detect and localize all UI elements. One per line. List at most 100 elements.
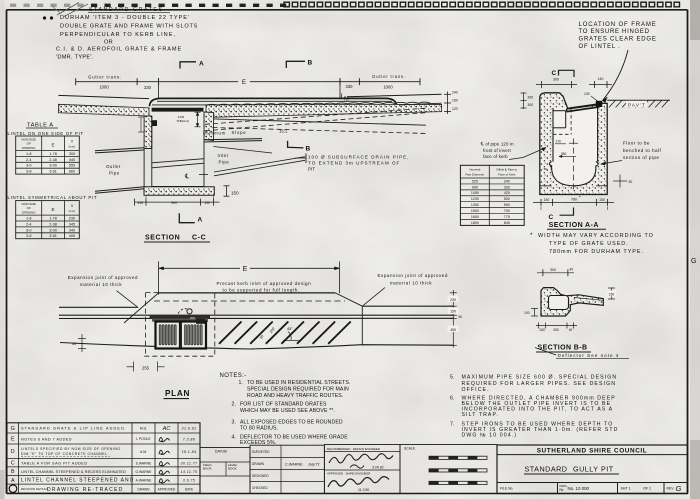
svg-text:A: A	[199, 61, 204, 68]
svg-text:TABLE A FOR SAG PIT ADDED: TABLE A FOR SAG PIT ADDED	[21, 461, 88, 465]
svg-text:section of pipe: section of pipe	[623, 155, 659, 160]
svg-text:SCALE: SCALE	[404, 447, 416, 451]
svg-text:SHT 1: SHT 1	[621, 486, 631, 490]
svg-text:1500: 1500	[471, 209, 479, 213]
svg-text:TO BE USED IN RESIDENTIAL STRE: TO BE USED IN RESIDENTIAL STREETS.	[247, 380, 350, 386]
svg-text:3-61: 3-61	[49, 170, 57, 174]
svg-text:NOTES 6 AND 7 ADDED: NOTES 6 AND 7 ADDED	[21, 437, 72, 441]
svg-text:LINTELS SPECIFIED BY NOM SIZE: LINTELS SPECIFIED BY NOM SIZE OF OPENING	[21, 447, 121, 451]
svg-text:LOCATION OF FRAME: LOCATION OF FRAME	[579, 22, 657, 28]
svg-text:3-00: 3-00	[49, 228, 57, 232]
svg-text:7.3.86: 7.3.86	[183, 437, 195, 441]
svg-text:REVISION DETAILS: REVISION DETAILS	[21, 487, 48, 491]
svg-text:1.: 1.	[239, 380, 243, 386]
svg-text:130: 130	[584, 92, 590, 96]
svg-text:G: G	[676, 484, 682, 493]
svg-text:1-8: 1-8	[26, 152, 32, 156]
svg-text:1800: 1800	[471, 221, 479, 225]
svg-text:50: 50	[459, 315, 463, 319]
svg-text:30: 30	[259, 334, 265, 340]
svg-text:OF: OF	[27, 142, 31, 146]
svg-text:3-8: 3-8	[26, 234, 32, 238]
svg-text:425: 425	[504, 191, 510, 195]
svg-text:330: 330	[346, 84, 354, 89]
svg-text:LEVEL: LEVEL	[228, 463, 238, 467]
svg-text:SECTION: SECTION	[145, 235, 180, 242]
svg-text:REV.: REV.	[667, 486, 675, 490]
svg-text:150: 150	[137, 201, 143, 205]
svg-text:340: 340	[69, 228, 75, 232]
svg-text:MAXIMUM PIPE SIZE 600 Ø. SPECI: MAXIMUM PIPE SIZE 600 Ø. SPECIAL DESIGN	[462, 374, 618, 380]
svg-text:WHICH MAY BE USED SEE ABO: WHICH MAY BE USED SEE ABOVE **.	[240, 408, 335, 414]
svg-text:material 10 thick: material 10 thick	[390, 281, 432, 286]
svg-text:45°: 45°	[287, 327, 293, 331]
svg-text:LINTEL ON ONE SIDE OF PIT: LINTEL ON ONE SIDE OF PIT	[8, 131, 84, 136]
svg-text:WHERE DIRECTED, A CHAMBER 900m: WHERE DIRECTED, A CHAMBER 900mm DEEP	[462, 396, 616, 402]
svg-text:SECTION B-B: SECTION B-B	[538, 345, 588, 352]
svg-text:Slope: Slope	[232, 130, 247, 135]
svg-text:30: 30	[544, 167, 548, 171]
svg-text:1050: 1050	[471, 191, 479, 195]
svg-text:230: 230	[69, 217, 75, 221]
svg-text:2-4: 2-4	[26, 222, 32, 226]
svg-text:C.WARNE: C.WARNE	[285, 463, 303, 467]
svg-text:ROAD AND HEAVY TRAFFIC ROUTES.: ROAD AND HEAVY TRAFFIC ROUTES.	[247, 393, 343, 399]
svg-text:4.: 4.	[232, 434, 236, 440]
svg-text:B: B	[306, 146, 311, 153]
svg-text:2-38: 2-38	[49, 158, 57, 162]
svg-text:TABLE A: TABLE A	[27, 123, 54, 129]
svg-text:PAV'T: PAV'T	[628, 102, 646, 107]
svg-text:250: 250	[269, 327, 276, 334]
svg-text:R.L.: R.L.	[344, 95, 349, 99]
svg-text:material 10 thick: material 10 thick	[80, 282, 122, 287]
svg-text:50: 50	[629, 180, 633, 184]
svg-text:LINTEL CHANNEL STEEPENED AN: LINTEL CHANNEL STEEPENED AND	[21, 478, 134, 484]
svg-text:LINTEL CHANNEL STEEPENED & REC: LINTEL CHANNEL STEEPENED & RECESS ELIMIN…	[21, 470, 126, 474]
svg-text:№: №	[560, 488, 564, 492]
svg-text:1350: 1350	[471, 203, 479, 207]
svg-text:555: 555	[69, 164, 75, 168]
svg-text:INCORPORATED INTO THE PIT, TO: INCORPORATED INTO THE PIT, TO ACT AS A	[462, 406, 614, 412]
svg-text:C.I. & D. AEROFOIL GRATE &: C.I. & D. AEROFOIL GRATE & FRAME	[56, 47, 182, 53]
svg-text:DATE: DATE	[185, 487, 193, 491]
svg-text:6.: 6.	[450, 396, 454, 402]
svg-text:Pipe Diameter: Pipe Diameter	[465, 173, 484, 177]
svg-text:PIT: PIT	[601, 465, 614, 474]
svg-text:BOOK: BOOK	[228, 467, 237, 471]
svg-text:(mm): (mm)	[69, 145, 76, 149]
svg-text:300: 300	[528, 103, 534, 107]
svg-text:150: 150	[204, 201, 210, 205]
svg-text:E: E	[242, 80, 246, 86]
svg-text:PLAN: PLAN	[165, 389, 190, 398]
svg-text:TO ENSURE HINGED: TO ENSURE HINGED	[579, 29, 650, 35]
svg-text:Offset ℄ Pipe to: Offset ℄ Pipe to	[496, 168, 517, 172]
svg-text:1-78: 1-78	[49, 152, 57, 156]
svg-text:3.VII.82: 3.VII.82	[372, 466, 384, 470]
svg-text:G: G	[11, 426, 15, 432]
svg-text:40: 40	[569, 328, 573, 332]
svg-text:405: 405	[69, 234, 75, 238]
svg-text:21.9.91: 21.9.91	[181, 427, 197, 431]
svg-text:℄: ℄	[184, 173, 190, 180]
svg-text:BELOW THE OUTLET PIPE INVERT I: BELOW THE OUTLET PIPE INVERT IS TO BE	[462, 401, 612, 407]
svg-text:590: 590	[504, 203, 510, 207]
svg-text:GRATES CLEAR EDGE: GRATES CLEAR EDGE	[579, 37, 657, 43]
svg-text:OFFICE.: OFFICE.	[462, 387, 490, 393]
svg-text:525: 525	[472, 179, 478, 183]
svg-text:Floor to be: Floor to be	[623, 141, 650, 146]
svg-text:140: 140	[598, 77, 604, 81]
svg-text:SURVEYED: SURVEYED	[252, 450, 270, 454]
svg-text:benched to half: benched to half	[623, 148, 661, 153]
svg-text:200: 200	[528, 95, 534, 99]
svg-text:A-A: A-A	[585, 222, 599, 229]
svg-text:TO 80 RADIUS.: TO 80 RADIUS.	[240, 426, 278, 432]
svg-text:2-4: 2-4	[26, 158, 32, 162]
svg-text:30.11.77: 30.11.77	[181, 461, 199, 465]
svg-text:REQUIRED FOR LARGER PIPES. SEE: REQUIRED FOR LARGER PIPES. SEE DESIGN	[462, 381, 617, 387]
svg-text:OF LINTEL .: OF LINTEL .	[579, 44, 621, 50]
svg-text:X: X	[71, 204, 74, 208]
svg-text:RECOMMENDED · DESIGN ENGINEER: RECOMMENDED · DESIGN ENGINEER	[327, 447, 380, 451]
svg-text:DRAWN: DRAWN	[138, 487, 151, 491]
svg-text:SECTION: SECTION	[549, 222, 584, 229]
svg-text:*: *	[579, 195, 581, 200]
